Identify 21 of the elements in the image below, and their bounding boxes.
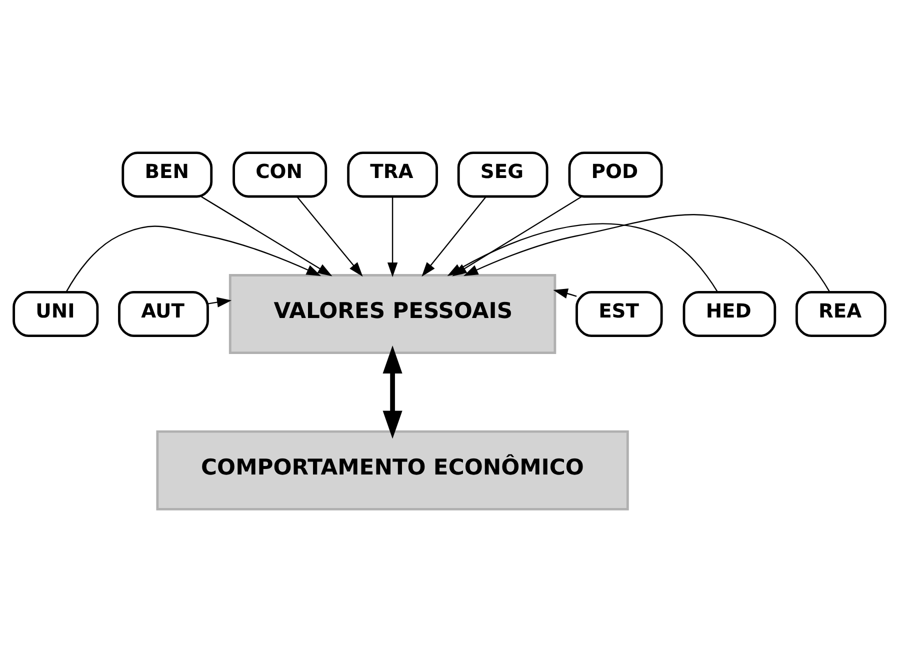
arrow [201,196,332,276]
node-box: HED [682,290,776,337]
node-box: AUT [118,290,209,337]
node-box: SEG [457,151,548,198]
node-box: TRA [347,151,438,198]
node-box: UNI [12,290,99,337]
node-box: POD [568,151,663,198]
arrow [66,225,322,292]
arrow [464,214,830,292]
arrow [296,196,363,276]
node-box: COMPORTAMENTO ECONÔMICO [156,430,629,510]
node-box: CON [232,151,328,198]
node-box: BEN [122,151,213,198]
node-box: VALORES PESSOAIS [228,274,556,354]
node-box: EST [576,290,663,337]
arrow [447,222,718,292]
arrow [387,196,398,277]
node-box: REA [796,290,886,337]
arrow [553,288,577,298]
arrow [208,296,232,307]
arrow [382,345,402,438]
